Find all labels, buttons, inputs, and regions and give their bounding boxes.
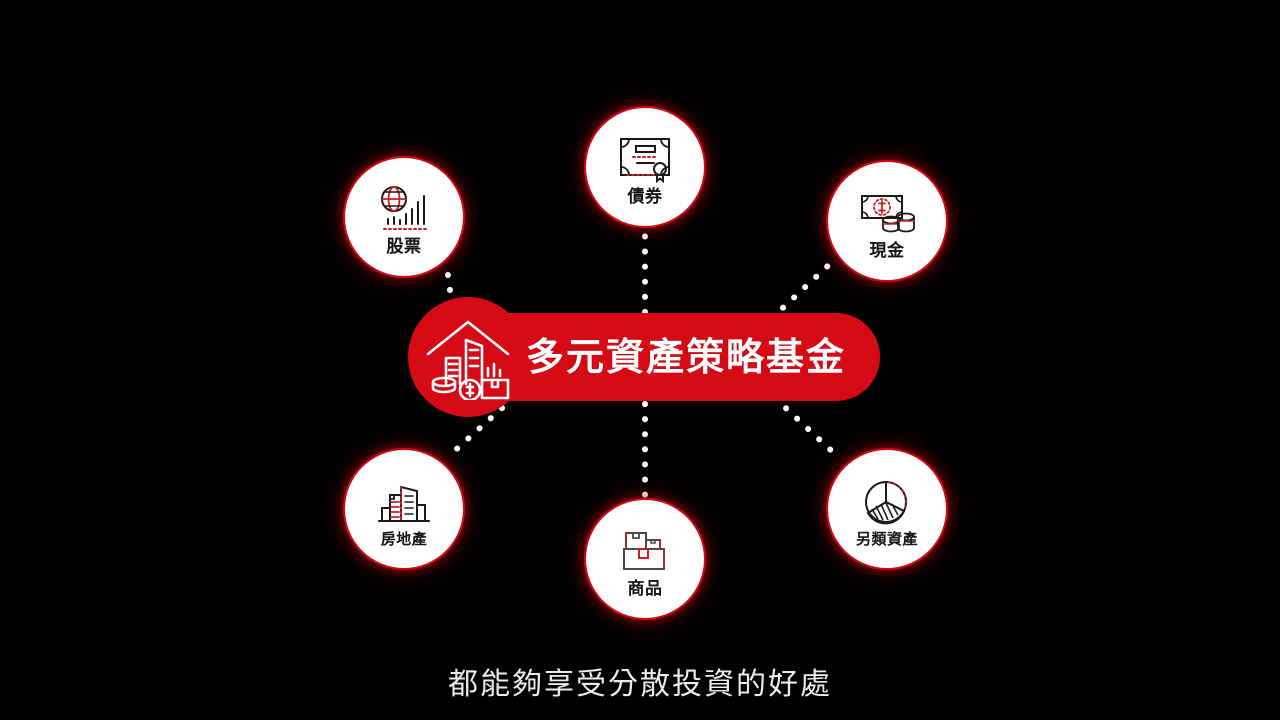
node-alternative-label: 另類資產 — [855, 530, 918, 548]
center-node-disc[interactable] — [408, 297, 528, 417]
node-cash-label: 現金 — [869, 241, 905, 261]
pie-chart-icon — [857, 475, 917, 529]
node-cash[interactable]: 現金 — [828, 162, 946, 280]
node-bonds-label: 債券 — [627, 187, 663, 207]
cardboard-boxes-icon — [615, 524, 675, 578]
node-realestate[interactable]: 房地產 — [345, 450, 463, 568]
node-alternative[interactable]: 另類資產 — [828, 450, 946, 568]
node-commodity-label: 商品 — [627, 579, 663, 599]
globe-bar-chart-icon — [374, 182, 434, 236]
node-realestate-label: 房地產 — [380, 530, 428, 548]
node-stocks[interactable]: 股票 — [345, 158, 463, 276]
node-bonds[interactable]: 債券 — [586, 108, 704, 226]
node-commodity[interactable]: 商品 — [586, 500, 704, 618]
connector-center-to-cash — [769, 259, 835, 321]
node-stocks-label: 股票 — [386, 237, 422, 257]
city-buildings-icon — [374, 475, 434, 529]
certificate-seal-icon — [615, 132, 675, 186]
banknote-coins-icon — [857, 186, 917, 240]
house-buildings-coins-box-icon — [420, 314, 516, 400]
connector-center-to-alternative — [772, 395, 839, 458]
center-node-label: 多元資產策略基金 — [525, 335, 846, 379]
subtitle-caption: 都能夠享受分散投資的好處 — [448, 667, 832, 702]
